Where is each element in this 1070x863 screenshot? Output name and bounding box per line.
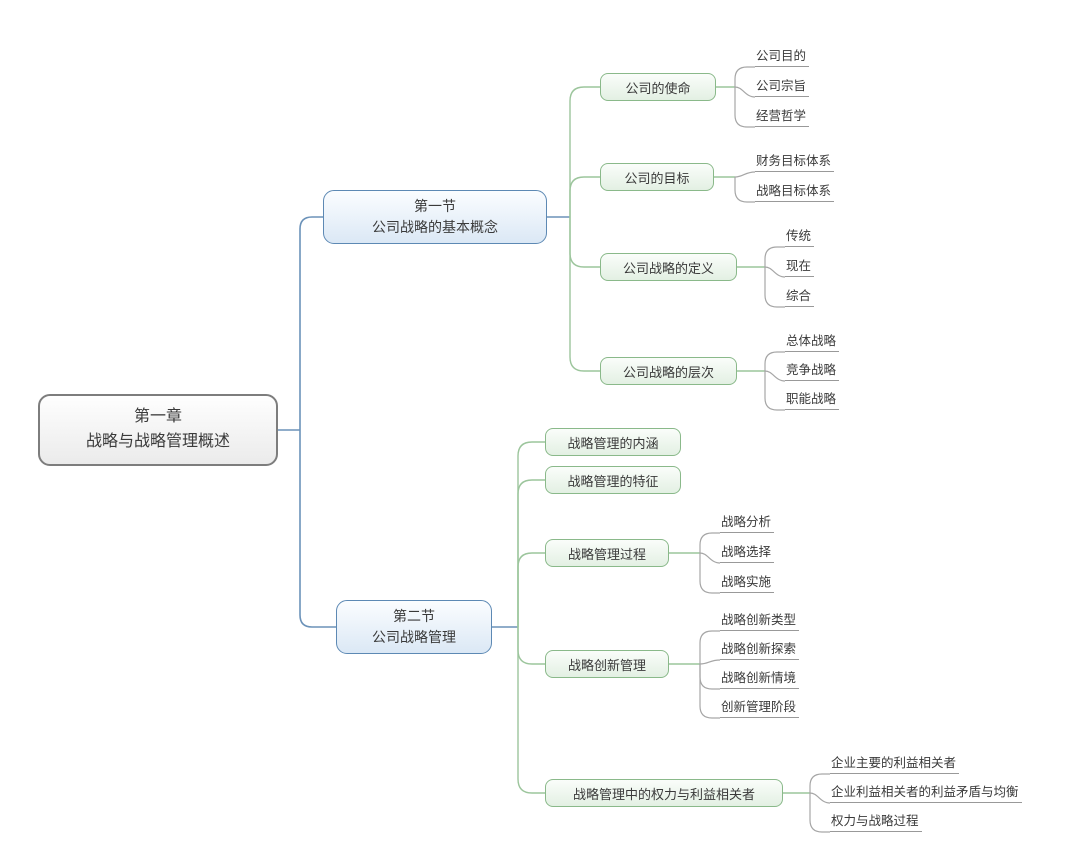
section-title-line1: 第二节: [393, 608, 435, 624]
leaf-node[interactable]: 职能战略: [785, 391, 840, 410]
topic-node[interactable]: 战略管理的特征: [545, 466, 681, 494]
edge: [699, 664, 720, 690]
section-title-line1: 第一节: [414, 198, 456, 214]
leaf-node[interactable]: 竞争战略: [785, 362, 840, 381]
section-node-2[interactable]: 第二节 公司战略管理: [336, 600, 492, 654]
leaf-node[interactable]: 战略创新类型: [720, 612, 800, 631]
edge: [699, 664, 720, 719]
topic-node[interactable]: 战略创新管理: [545, 650, 669, 678]
root-title-line1: 第一章: [133, 408, 182, 426]
edge: [809, 793, 830, 833]
section-title-line2: 公司战略管理: [372, 629, 456, 645]
leaf-node[interactable]: 战略目标体系: [755, 183, 835, 202]
leaf-node[interactable]: 战略创新探索: [720, 641, 800, 660]
leaf-node[interactable]: 企业利益相关者的利益矛盾与均衡: [830, 784, 1022, 803]
leaf-node[interactable]: 综合: [785, 288, 815, 307]
leaf-node[interactable]: 权力与战略过程: [830, 813, 922, 832]
edge: [734, 177, 755, 203]
edge: [517, 627, 545, 794]
edge: [764, 246, 785, 267]
leaf-node[interactable]: 企业主要的利益相关者: [830, 755, 960, 774]
leaf-node[interactable]: 传统: [785, 228, 815, 247]
edge: [734, 171, 756, 178]
leaf-node[interactable]: 现在: [785, 258, 815, 277]
root-title-line2: 战略与战略管理概述: [85, 433, 230, 450]
edge: [517, 441, 545, 627]
topic-node[interactable]: 公司战略的定义: [600, 253, 737, 281]
edge: [299, 216, 323, 430]
section-title-line2: 公司战略的基本概念: [372, 219, 498, 235]
section-node-1[interactable]: 第一节 公司战略的基本概念: [323, 190, 547, 244]
edge: [699, 659, 721, 665]
edge: [734, 87, 755, 128]
topic-node[interactable]: 公司的目标: [600, 163, 714, 191]
edge: [764, 351, 785, 371]
leaf-node[interactable]: 创新管理阶段: [720, 699, 800, 718]
edge: [569, 217, 600, 268]
leaf-node[interactable]: 经营哲学: [755, 108, 810, 127]
topic-node[interactable]: 战略管理中的权力与利益相关者: [545, 779, 783, 807]
edge: [517, 552, 545, 627]
edge: [764, 266, 786, 278]
edge: [699, 630, 720, 664]
leaf-node[interactable]: 总体战略: [785, 333, 840, 352]
topic-node[interactable]: 公司的使命: [600, 73, 716, 101]
edge: [809, 773, 830, 793]
edge: [699, 553, 720, 594]
edge: [764, 370, 786, 382]
leaf-node[interactable]: 战略实施: [720, 574, 775, 593]
edge: [699, 552, 721, 564]
leaf-node[interactable]: 公司目的: [755, 48, 810, 67]
root-branch-lines: [278, 216, 570, 628]
leaf-node[interactable]: 公司宗旨: [755, 78, 810, 97]
edge: [809, 792, 831, 804]
topic-node[interactable]: 战略管理的内涵: [545, 428, 681, 456]
edge: [734, 66, 755, 87]
leaf-node[interactable]: 战略分析: [720, 514, 775, 533]
edge: [517, 479, 545, 627]
topic-node[interactable]: 战略管理过程: [545, 539, 669, 567]
edge: [569, 176, 600, 217]
edge: [569, 86, 600, 217]
edge: [569, 217, 600, 372]
topic-node[interactable]: 公司战略的层次: [600, 357, 737, 385]
root-node[interactable]: 第一章 战略与战略管理概述: [38, 394, 278, 466]
edge: [764, 267, 785, 308]
edge: [517, 627, 545, 665]
edge: [699, 532, 720, 553]
edge: [764, 371, 785, 411]
edge: [299, 430, 336, 628]
leaf-node[interactable]: 战略选择: [720, 544, 775, 563]
leaf-node[interactable]: 财务目标体系: [755, 153, 835, 172]
edge: [734, 86, 756, 98]
leaf-node[interactable]: 战略创新情境: [720, 670, 800, 689]
